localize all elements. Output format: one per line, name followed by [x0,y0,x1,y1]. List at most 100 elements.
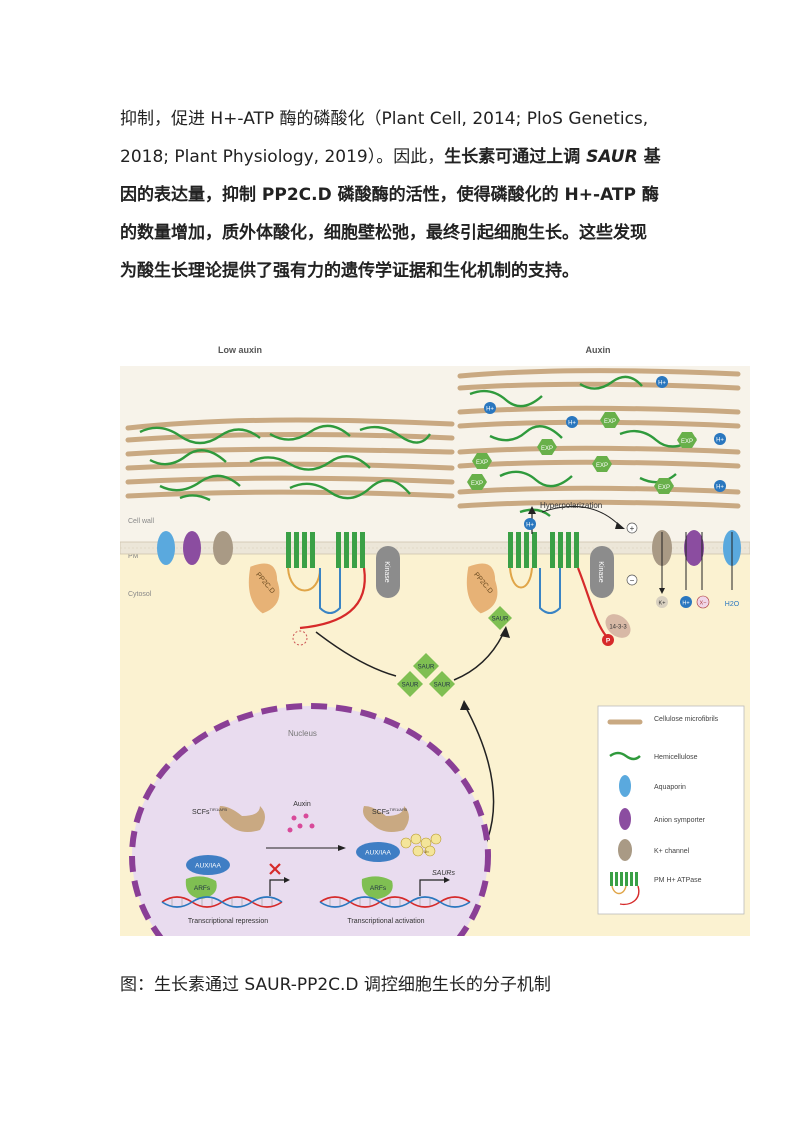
figure-caption: 图：生长素通过 SAUR-PP2C.D 调控细胞生长的分子机制 [120,975,551,995]
k-label: K+ [659,601,666,607]
paragraph-line-1: 抑制，促进 H+-ATP 酶的磷酸化（Plant Cell, 2014; Plo… [120,109,649,129]
expansin-3: EXP [537,439,557,455]
protein-14-3-3: 14-3-3 [605,614,631,638]
arfs-right: ARFs [361,876,393,899]
cellulose-microfibrils-right [457,368,741,509]
expansin-4: EXP [677,432,697,448]
arfs-label: ARFs [194,885,211,892]
promoter-arrow-left [269,879,286,896]
h-atpase-right [508,506,609,639]
proton-label: H+ [658,381,666,387]
auxiaa-label: AUX/IAA [195,863,221,870]
saur-label: SAUR [492,617,509,623]
legend-aquaporin-label: Aquaporin [654,784,686,791]
k-channel-right: K+ [652,530,672,608]
legend-cellulose: Cellulose microfibrils [607,716,719,725]
anion-label: X− [700,601,707,607]
kinase-label-left: Kinase [383,561,390,583]
expansin-1: EXP [472,453,492,469]
arfs-label: ARFs [370,885,387,892]
aquaporin-left [157,531,175,565]
expansin-proteins: EXP EXP EXP EXP EXP EXP EXP [467,412,697,494]
saurs-gene-label: SAURs [432,870,455,877]
kinase-label-right: Kinase [597,561,604,583]
expansin-6: EXP [467,474,487,490]
transcriptional-repression-label: Transcriptional repression [188,918,268,925]
scf-text: SCFs [372,809,390,816]
legend-anion: Anion symporter [619,808,706,830]
nucleus-label: Nucleus [288,729,317,738]
paragraph-line-2-a: 2018; Plant Physiology, 2019）。因此， [120,147,445,167]
kinase-left: Kinase [376,546,400,598]
legend-atpase: PM H+ ATPase [610,872,702,906]
legend-kchannel-label: K+ channel [654,848,690,855]
auxin-title: Auxin [585,345,610,355]
phospho-group: P [602,634,614,646]
aquaporin-right: H2O [723,530,741,608]
legend-aquaporin: Aquaporin [619,775,686,797]
cell-wall-label: Cell wall [128,518,155,525]
pp2cd-left: PP2C.D [248,563,280,614]
expansin-5: EXP [592,456,612,472]
protons-in-wall: H+ H+ H+ H+ H+ [484,376,726,492]
auxin-response-arrowhead [338,845,346,851]
low-auxin-title: Low auxin [218,345,262,355]
paragraph-line-3: 因的表达量，抑制 PP2C.D 磷酸酶的活性，使得磷酸化的 H+-ATP 酶 [120,185,659,205]
saur-gene-name: SAUR [586,147,638,167]
dna-right [319,896,471,908]
auxin-molecules [287,813,315,833]
auxiaa-label: AUX/IAA [365,850,391,857]
hyperpolarization-arrowhead [615,522,625,529]
dna-left [161,896,283,908]
activation-arrowhead-up [500,626,510,638]
promoter-arrow-right [419,879,446,896]
k-channel-left [213,531,233,565]
scf-complex-left: SCFsTIR1/AFB [192,806,265,832]
proton-label: H+ [716,485,724,491]
body-paragraph: 抑制，促进 H+-ATP 酶的磷酸化（Plant Cell, 2014; Plo… [120,100,680,290]
legend-kchannel: K+ channel [618,839,690,861]
exp-label: EXP [604,419,616,425]
p1433-label: 14-3-3 [609,625,627,631]
saur-cluster: SAUR SAUR SAUR [397,653,455,697]
cell-wall-region [120,366,750,548]
expansin-7: EXP [654,478,674,494]
pp2cd-right: PP2C.D [466,563,498,614]
expansin-2: EXP [600,412,620,428]
scf-text: SCFs [192,809,210,816]
kinase-right: Kinase [590,546,614,598]
anion-symporter-left [183,531,201,565]
saur-pp2cd-figure: Low auxin Auxin [119,336,751,1009]
empty-phospho-site [292,630,308,646]
scf-superscript: TIR1/AFB [210,807,228,812]
transcriptional-activation-label: Transcriptional activation [347,918,424,925]
legend: Cellulose microfibrils Hemicellulose Aqu… [597,705,745,915]
legend-anion-label: Anion symporter [654,817,706,824]
paragraph-line-2-b: 生长素可通过上调 [444,147,587,167]
proton-label: H+ [568,421,576,427]
scf-label-right: SCFsTIR1/AFB [372,807,407,816]
pm-label: PM [128,553,139,560]
promoter-arrowhead-left [284,877,290,883]
scf-superscript: TIR1/AFB [390,807,408,812]
h2o-label: H2O [725,601,740,608]
auxin-molecule-label: Auxin [293,801,311,808]
aux-iaa-right: AUX/IAA [356,842,400,862]
paragraph-line-2-d: 基 [637,147,661,167]
saur-bound: SAUR [488,606,512,630]
saur-label: SAUR [418,665,435,671]
exp-label: EXP [596,463,608,469]
exp-label: EXP [476,460,488,466]
hemicellulose-left [139,424,432,502]
plus-sign: + [626,522,638,534]
saur-label: SAUR [434,683,451,689]
promoter-arrowhead-right [444,877,450,883]
ub-label: Ub [423,849,429,854]
proton-label: H+ [486,407,494,413]
minus-sign: − [626,574,638,586]
proton-label: H+ [526,523,534,529]
anion-symporter-right: H+ X− [680,530,710,609]
scf-label: SCFsTIR1/AFB [192,807,227,816]
proton-label: H+ [682,601,689,607]
exp-label: EXP [681,439,693,445]
